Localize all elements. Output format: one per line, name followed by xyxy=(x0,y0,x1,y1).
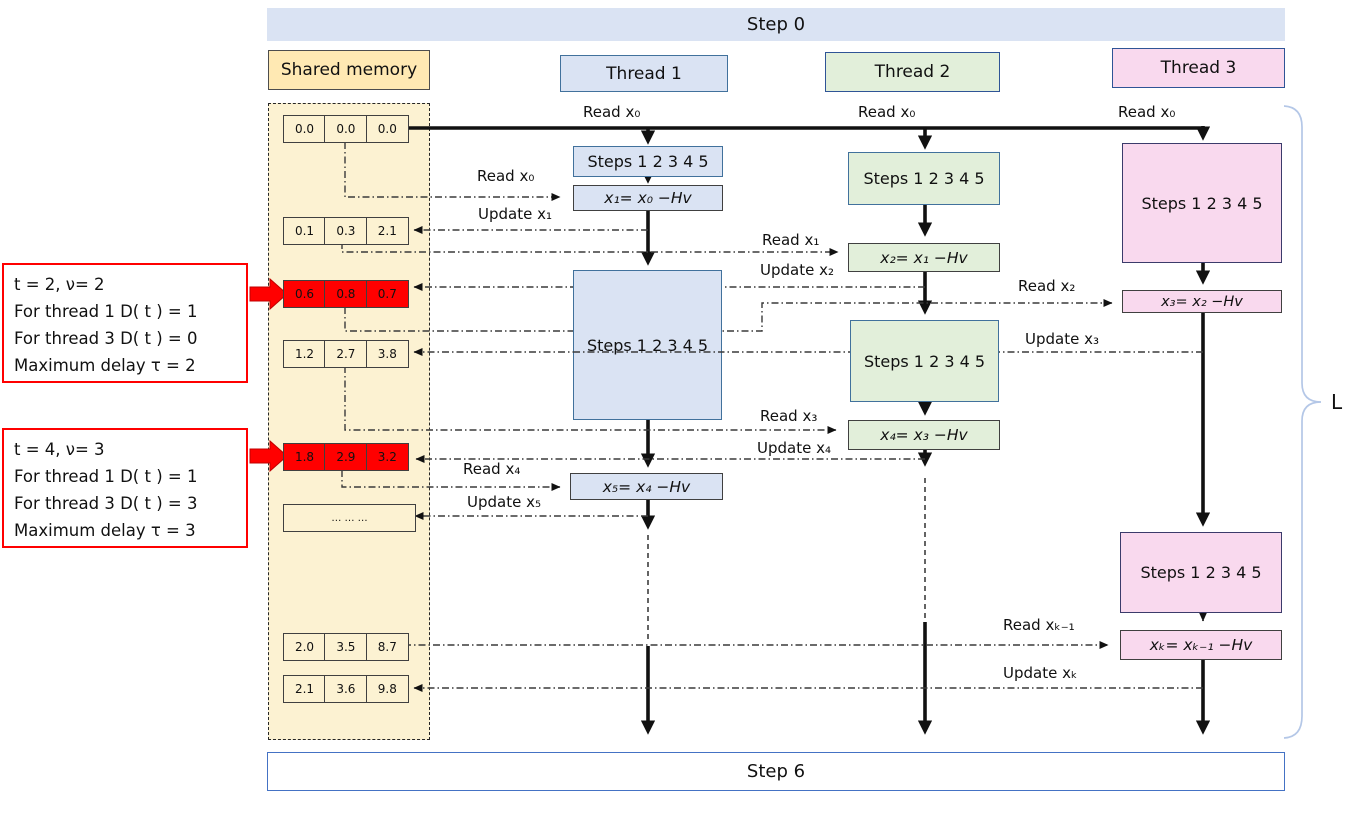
label-update-x5: Update x₅ xyxy=(467,493,541,511)
memory-cell: 0.3 xyxy=(324,217,368,245)
memory-row-5-ellipsis: … … … xyxy=(283,504,416,532)
memory-cell: 1.8 xyxy=(283,443,326,471)
label-read-x4: Read x₄ xyxy=(463,460,521,478)
steps-label: Steps 1 2 3 4 5 xyxy=(863,351,986,371)
memory-row-6: 2.0 3.5 8.7 xyxy=(283,633,409,661)
memory-cell: 2.1 xyxy=(283,675,326,703)
label-read-x0-thread1: Read x₀ xyxy=(583,103,641,121)
label-update-x3: Update x₃ xyxy=(1025,330,1099,348)
annotation-line: For thread 3 D( t ) = 0 xyxy=(14,329,198,348)
thread1-update-box-x5: x₅= x₄ −Hv xyxy=(570,473,723,500)
memory-cell: 1.2 xyxy=(283,340,326,368)
memory-row-4-highlight: 1.8 2.9 3.2 xyxy=(283,443,409,471)
memory-cell: 2.0 xyxy=(283,633,326,661)
memory-row-2-highlight: 0.6 0.8 0.7 xyxy=(283,280,409,308)
label-read-x0-thread2: Read x₀ xyxy=(858,103,916,121)
annotation-line: Maximum delay τ = 2 xyxy=(14,356,196,375)
formula-label: x₅= x₄ −Hv xyxy=(602,477,691,496)
thread3-update-box-x3: x₃= x₂ −Hv xyxy=(1122,290,1282,313)
memory-cell: 3.5 xyxy=(324,633,368,661)
annotation-line: Maximum delay τ = 3 xyxy=(14,521,196,540)
formula-label: x₁= x₀ −Hv xyxy=(604,189,692,207)
label-update-x2: Update x₂ xyxy=(760,261,834,279)
annotation-box-t4: t = 4, ν= 3 For thread 1 D( t ) = 1 For … xyxy=(2,428,248,548)
thread2-steps-box-a: Steps 1 2 3 4 5 xyxy=(848,152,1000,205)
memory-row-1: 0.1 0.3 2.1 xyxy=(283,217,409,245)
memory-row-0: 0.0 0.0 0.0 xyxy=(283,115,409,143)
memory-cell: 3.2 xyxy=(365,443,409,471)
memory-cell: 3.8 xyxy=(365,340,409,368)
label-read-x0-thread3: Read x₀ xyxy=(1118,103,1176,121)
memory-row-7: 2.1 3.6 9.8 xyxy=(283,675,409,703)
memory-cell: 0.0 xyxy=(324,115,368,143)
steps-label: Steps 1 2 3 4 5 xyxy=(863,169,985,188)
annotation-line: For thread 1 D( t ) = 1 xyxy=(14,467,198,486)
label-read-x0-mem: Read x₀ xyxy=(477,167,535,185)
annotation-line: t = 4, ν= 3 xyxy=(14,440,105,459)
thread2-update-box-x2: x₂= x₁ −Hv xyxy=(848,243,1000,272)
memory-cell: 0.1 xyxy=(283,217,326,245)
thread1-header: Thread 1 xyxy=(560,55,728,92)
memory-cell: 2.9 xyxy=(324,443,368,471)
memory-cell: 0.6 xyxy=(283,280,326,308)
memory-cell: 0.8 xyxy=(324,280,368,308)
steps-label: Steps 1 2 3 4 5 xyxy=(586,335,709,355)
thread1-steps-box-b: Steps 1 2 3 4 5 xyxy=(573,270,722,420)
annotation-line: For thread 1 D( t ) = 1 xyxy=(14,302,198,321)
thread3-steps-box-b: Steps 1 2 3 4 5 xyxy=(1120,532,1282,613)
memory-cell: 0.0 xyxy=(283,115,326,143)
thread2-title: Thread 2 xyxy=(874,62,951,82)
thread2-steps-box-b: Steps 1 2 3 4 5 xyxy=(850,320,999,402)
label-read-x3: Read x₃ xyxy=(760,407,818,425)
label-update-x1: Update x₁ xyxy=(478,205,552,223)
memory-cell: 3.6 xyxy=(324,675,368,703)
formula-label: xₖ= xₖ₋₁ −Hv xyxy=(1149,636,1253,654)
formula-label: x₄= x₃ −Hv xyxy=(880,426,968,444)
thread3-title: Thread 3 xyxy=(1160,58,1237,78)
memory-cell: 9.8 xyxy=(365,675,409,703)
memory-cell: 0.0 xyxy=(365,115,409,143)
label-update-xk: Update xₖ xyxy=(1003,664,1078,682)
thread1-title: Thread 1 xyxy=(606,63,682,84)
steps-label: Steps 1 2 3 4 5 xyxy=(1141,193,1263,213)
annotation-line: For thread 3 D( t ) = 3 xyxy=(14,494,198,513)
step0-label: Step 0 xyxy=(746,14,806,35)
label-loop-L: L xyxy=(1331,390,1343,414)
thread3-steps-box-a: Steps 1 2 3 4 5 xyxy=(1122,143,1282,263)
loop-brace-icon xyxy=(1283,105,1322,739)
label-update-x4: Update x₄ xyxy=(757,439,831,457)
annotation-line: t = 2, ν= 2 xyxy=(14,275,105,294)
annotation-box-t2: t = 2, ν= 2 For thread 1 D( t ) = 1 For … xyxy=(2,263,248,383)
memory-ellipsis-cell: … … … xyxy=(283,504,416,532)
thread3-header: Thread 3 xyxy=(1112,48,1285,88)
thread2-header: Thread 2 xyxy=(825,52,1000,92)
memory-cell: 2.7 xyxy=(324,340,368,368)
steps-label: Steps 1 2 3 4 5 xyxy=(1140,563,1262,582)
step6-bar: Step 6 xyxy=(267,752,1285,791)
step6-label: Step 6 xyxy=(746,761,806,782)
memory-row-3: 1.2 2.7 3.8 xyxy=(283,340,409,368)
thread2-update-box-x4: x₄= x₃ −Hv xyxy=(848,420,1000,450)
memory-cell: 2.1 xyxy=(365,217,409,245)
memory-cell: 8.7 xyxy=(365,633,409,661)
label-read-xk-1: Read xₖ₋₁ xyxy=(1003,616,1075,634)
label-read-x1: Read x₁ xyxy=(762,231,820,249)
steps-label: Steps 1 2 3 4 5 xyxy=(587,152,709,171)
memory-cell: 0.7 xyxy=(365,280,409,308)
step0-banner: Step 0 xyxy=(267,8,1285,41)
shared-memory-header: Shared memory xyxy=(268,50,430,90)
thread3-update-box-xk: xₖ= xₖ₋₁ −Hv xyxy=(1120,630,1282,660)
formula-label: x₃= x₂ −Hv xyxy=(1161,293,1243,310)
thread1-update-box-x1: x₁= x₀ −Hv xyxy=(573,185,723,211)
formula-label: x₂= x₁ −Hv xyxy=(880,248,968,267)
shared-memory-title: Shared memory xyxy=(280,60,418,80)
thread1-steps-box-a: Steps 1 2 3 4 5 xyxy=(573,146,723,177)
label-read-x2: Read x₂ xyxy=(1018,277,1076,295)
